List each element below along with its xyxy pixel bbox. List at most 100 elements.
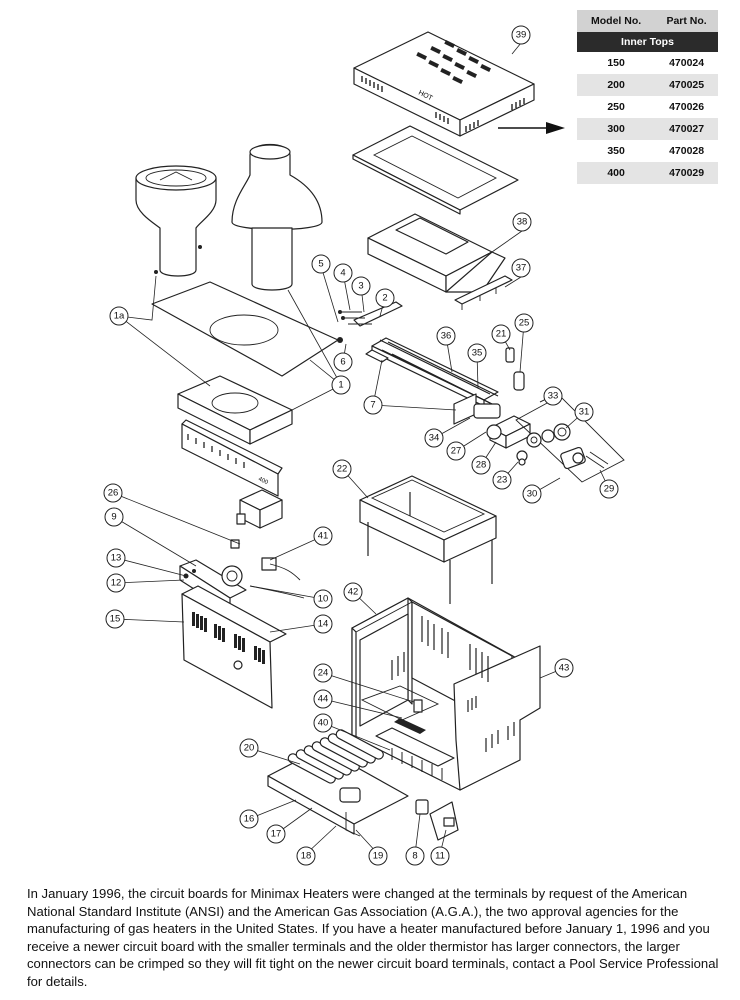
callout-44: 44 — [313, 689, 333, 709]
callout-3: 3 — [351, 276, 371, 296]
table-row: 350 470028 — [577, 140, 718, 162]
callout-26: 26 — [103, 483, 123, 503]
callout-16: 16 — [239, 809, 259, 829]
table-row: 200 470025 — [577, 74, 718, 96]
svg-text:11: 11 — [435, 851, 445, 862]
part-cell: 470024 — [669, 57, 705, 69]
top-cover: HOT — [353, 31, 535, 137]
callout-31: 31 — [574, 402, 594, 422]
cabinet-jacket — [351, 597, 541, 791]
svg-text:33: 33 — [548, 391, 559, 402]
svg-text:7: 7 — [370, 400, 375, 411]
callout-43: 43 — [554, 658, 574, 678]
part-no-header: Part No. — [655, 10, 718, 32]
svg-text:3: 3 — [358, 281, 363, 292]
svg-text:21: 21 — [496, 329, 507, 340]
svg-text:23: 23 — [497, 475, 508, 486]
svg-text:24: 24 — [318, 668, 329, 679]
table-group-row: Inner Tops — [577, 32, 718, 52]
callout-36: 36 — [436, 326, 456, 346]
callout-23: 23 — [492, 470, 512, 490]
svg-text:15: 15 — [110, 614, 121, 625]
callout-19: 19 — [368, 846, 388, 866]
callout-21: 21 — [491, 324, 511, 344]
callout-17: 17 — [266, 824, 286, 844]
exploded-parts-diagram: HOT — [103, 25, 625, 866]
callout-11: 11 — [430, 846, 450, 866]
pilot-assembly — [415, 799, 459, 841]
callout-18: 18 — [296, 846, 316, 866]
part-cell: 470029 — [655, 162, 718, 184]
jacket-number-label: 400 — [257, 476, 269, 486]
inner-tops-parts-table: Model No. Part No. Inner Tops 150 470024… — [577, 10, 718, 184]
svg-text:35: 35 — [472, 348, 483, 359]
part-cell: 470025 — [655, 74, 718, 96]
table-arrow — [498, 122, 565, 134]
callout-20: 20 — [239, 738, 259, 758]
svg-text:18: 18 — [301, 851, 312, 862]
svg-text:44: 44 — [318, 694, 329, 705]
svg-text:17: 17 — [271, 829, 282, 840]
svg-text:34: 34 — [429, 433, 440, 444]
callout-28: 28 — [471, 455, 491, 475]
callout-30: 30 — [522, 484, 542, 504]
inner-top — [352, 125, 519, 215]
table-row: 150 470024 — [577, 52, 718, 74]
svg-text:8: 8 — [412, 851, 417, 862]
svg-text:20: 20 — [244, 743, 255, 754]
flue-stack-left — [135, 165, 217, 277]
svg-text:41: 41 — [318, 531, 329, 542]
svg-text:39: 39 — [516, 30, 527, 41]
callout-41: 41 — [313, 526, 333, 546]
svg-text:38: 38 — [517, 217, 528, 228]
callout-38: 38 — [512, 212, 532, 232]
flue-stack-right — [231, 144, 323, 291]
svg-text:31: 31 — [579, 407, 590, 418]
table-row: 250 470026 — [577, 96, 718, 118]
gas-valve-assembly — [486, 347, 531, 466]
svg-text:1: 1 — [338, 380, 343, 391]
callout-13: 13 — [106, 548, 126, 568]
callout-22: 22 — [332, 459, 352, 479]
svg-text:10: 10 — [318, 594, 329, 605]
callout-27: 27 — [446, 441, 466, 461]
burner-tray — [267, 729, 409, 837]
callout-37: 37 — [511, 258, 531, 278]
model-cell: 400 — [577, 162, 656, 184]
svg-text:13: 13 — [111, 553, 122, 564]
svg-text:9: 9 — [111, 512, 116, 523]
model-cell: 250 — [607, 101, 625, 113]
header-bolts — [337, 310, 372, 343]
svg-text:16: 16 — [244, 814, 255, 825]
model-cell: 350 — [607, 145, 625, 157]
svg-text:37: 37 — [516, 263, 527, 274]
front-access-panel — [181, 585, 287, 709]
callout-25: 25 — [514, 313, 534, 333]
svg-text:1a: 1a — [114, 311, 125, 322]
callout-2: 2 — [375, 288, 395, 308]
svg-text:19: 19 — [373, 851, 384, 862]
callout-9: 9 — [104, 507, 124, 527]
svg-text:4: 4 — [340, 268, 345, 279]
callout-29: 29 — [599, 479, 619, 499]
svg-text:42: 42 — [348, 587, 359, 598]
flue-collector — [367, 213, 506, 293]
circuit-board-note: In January 1996, the circuit boards for … — [27, 886, 719, 989]
part-cell: 470026 — [669, 101, 705, 113]
callout-14: 14 — [313, 614, 333, 634]
callout-8: 8 — [405, 846, 425, 866]
svg-text:29: 29 — [604, 484, 615, 495]
svg-text:14: 14 — [318, 619, 329, 630]
baffle — [454, 275, 513, 310]
callout-34: 34 — [424, 428, 444, 448]
svg-text:5: 5 — [318, 259, 323, 270]
svg-text:25: 25 — [519, 318, 530, 329]
model-no-header: Model No. — [577, 10, 656, 32]
flue-strip: 400 — [181, 419, 283, 497]
inlet-outlet-fittings — [515, 395, 625, 483]
part-cell: 470028 — [669, 145, 705, 157]
callout-40: 40 — [313, 713, 333, 733]
callout-39: 39 — [511, 25, 531, 45]
combustion-chamber-frame — [359, 475, 497, 604]
svg-text:22: 22 — [337, 464, 348, 475]
